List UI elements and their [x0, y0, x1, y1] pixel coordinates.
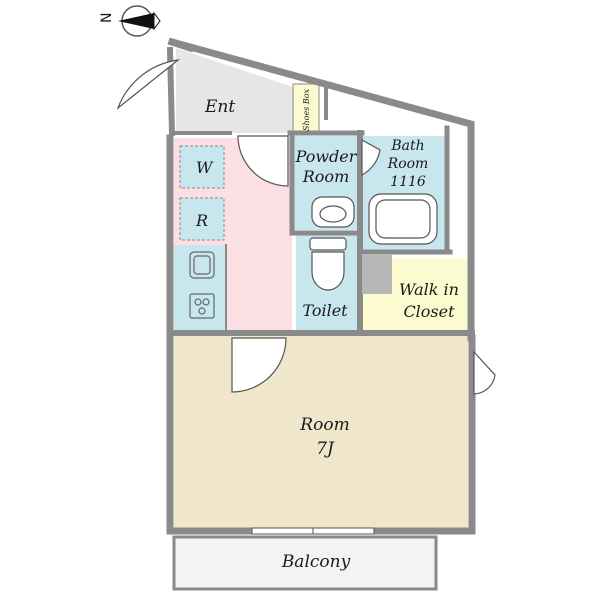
toilet-icon — [309, 237, 347, 291]
bath-door — [361, 138, 381, 177]
washbasin-icon — [311, 196, 355, 228]
washer-space — [179, 145, 225, 189]
refrigerator-space — [179, 197, 225, 241]
north-label: N — [99, 13, 115, 23]
washer-label: W — [196, 158, 214, 177]
shoes-box — [292, 83, 320, 134]
toilet-label: Toilet — [302, 301, 348, 320]
balcony-floor — [172, 535, 438, 591]
kitchen-floor — [174, 245, 226, 330]
bathtub-icon — [368, 193, 438, 245]
closet-door — [473, 350, 496, 395]
north-arrow-icon — [118, 5, 161, 37]
bath-room-label-line2: Room — [387, 156, 429, 172]
entrance-door — [116, 59, 181, 110]
main-room-size: 7J — [316, 439, 335, 459]
bath-room-size: 1116 — [390, 174, 426, 190]
main-room-floor — [174, 336, 468, 528]
balcony-window — [251, 527, 375, 535]
refrigerator-label: R — [195, 211, 208, 230]
bath-room-label-line1: Bath — [390, 138, 424, 154]
walk-in-closet-label-line1: Walk in — [399, 280, 459, 299]
shoes-box-label: Shoes Box — [302, 88, 311, 131]
powder-room-label-line1: Powder — [295, 147, 358, 166]
room-door — [231, 337, 287, 393]
kitchen-sink-icon — [189, 251, 215, 279]
walk-in-closet-label-line2: Closet — [403, 302, 455, 321]
entrance-floor — [176, 48, 293, 133]
entrance-label: Ent — [204, 97, 235, 117]
wall-block — [362, 254, 392, 294]
stove-icon — [189, 293, 215, 319]
balcony-label: Balcony — [281, 552, 351, 572]
hall-door — [237, 135, 289, 187]
main-room-label: Room — [299, 415, 349, 435]
powder-room-label-line2: Room — [302, 167, 349, 186]
